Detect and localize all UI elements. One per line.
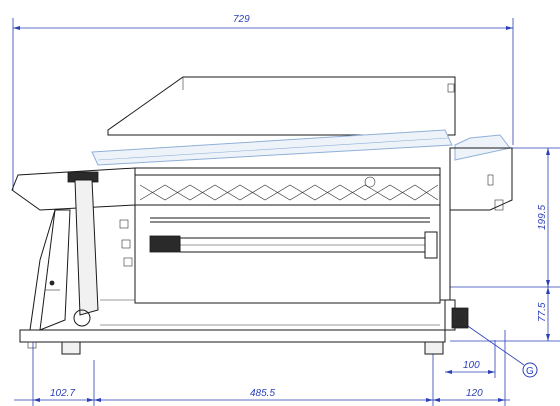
- callout-g-label: G: [526, 366, 534, 377]
- dimension-label-height-lower: 77.5: [537, 302, 548, 322]
- dimension-label-offset: 100: [463, 360, 480, 371]
- dimension-overall-width: 729: [12, 14, 514, 190]
- left-housing: [11, 167, 136, 331]
- upper-cover: [107, 76, 456, 136]
- callout-g: G: [461, 321, 538, 378]
- dimension-label-height-upper: 199.5: [537, 205, 548, 230]
- main-chamber: [134, 167, 441, 304]
- side-details: [100, 219, 135, 301]
- dimension-label-overall-width: 729: [233, 14, 250, 25]
- right-frame: [439, 147, 513, 301]
- dimension-label-bottom-middle: 485.5: [250, 388, 275, 399]
- dimension-bottom-chain: 102.7 485.5 120 100: [14, 330, 510, 406]
- base: [19, 324, 446, 355]
- drain-fitting: [444, 299, 469, 331]
- dimension-label-bottom-left: 102.7: [50, 388, 75, 399]
- dimension-label-bottom-right: 120: [466, 388, 483, 399]
